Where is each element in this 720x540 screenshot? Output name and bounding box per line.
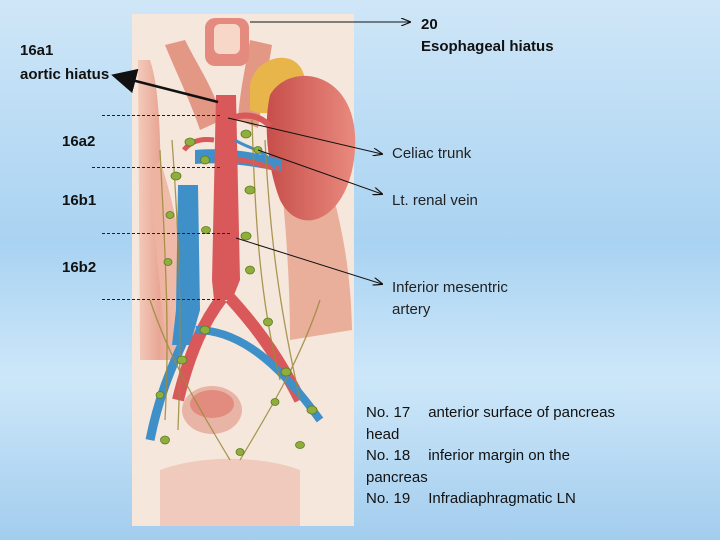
- aorta: [212, 95, 240, 300]
- label-inferior-mesenteric-line1: Inferior mesentric: [392, 279, 508, 296]
- label-16a2: 16a2: [62, 133, 96, 150]
- legend-text: inferior margin on the: [428, 447, 570, 464]
- boundary-line-16b2-bottom: [102, 299, 220, 300]
- label-lt-renal-vein: Lt. renal vein: [392, 192, 478, 209]
- leader-line-inferior-mesenteric-artery: [235, 237, 382, 284]
- left-common-iliac-artery: [172, 294, 227, 402]
- label-16b2: 16b2: [62, 259, 97, 276]
- legend-row-19: No. 19 Infradiaphragmatic LN: [366, 488, 686, 510]
- legend-number: No. 18: [366, 447, 411, 464]
- legend-row-17: No. 17 anterior surface of pancreas: [366, 402, 686, 424]
- boundary-line-16a2-16b1: [92, 167, 220, 168]
- legend-text: Infradiaphragmatic LN: [428, 490, 576, 507]
- left-kidney: [266, 75, 356, 221]
- label-20-number: 20: [421, 16, 438, 33]
- label-aortic-hiatus: aortic hiatus: [20, 66, 110, 83]
- label-16b1: 16b1: [62, 192, 97, 209]
- inferior-vena-cava: [172, 185, 200, 345]
- legend-number: No. 19: [366, 490, 411, 507]
- legend-row-18: No. 18 inferior margin on the: [366, 445, 686, 467]
- legend-row-18-cont: pancreas: [366, 468, 428, 486]
- label-16a1-code: 16a1: [20, 42, 54, 59]
- boundary-line-16a1-16a2: [102, 115, 220, 116]
- legend-text: anterior surface of pancreas: [428, 404, 615, 421]
- leader-line-aortic-hiatus: [111, 68, 219, 104]
- label-celiac-trunk: Celiac trunk: [392, 145, 472, 162]
- boundary-line-16b1-16b2: [102, 233, 230, 234]
- label-esophageal-hiatus: Esophageal hiatus: [421, 38, 554, 55]
- legend-row-17-cont: head: [366, 425, 400, 443]
- pelvic-floor: [160, 458, 300, 526]
- leader-line-celiac-trunk: [227, 117, 382, 154]
- legend-number: No. 17: [366, 404, 411, 421]
- lymph-nodes: [155, 129, 318, 456]
- lymphatic-vessels: [149, 119, 321, 461]
- leader-line-renal-vein: [257, 149, 382, 194]
- label-inferior-mesenteric-line2: artery: [392, 301, 431, 318]
